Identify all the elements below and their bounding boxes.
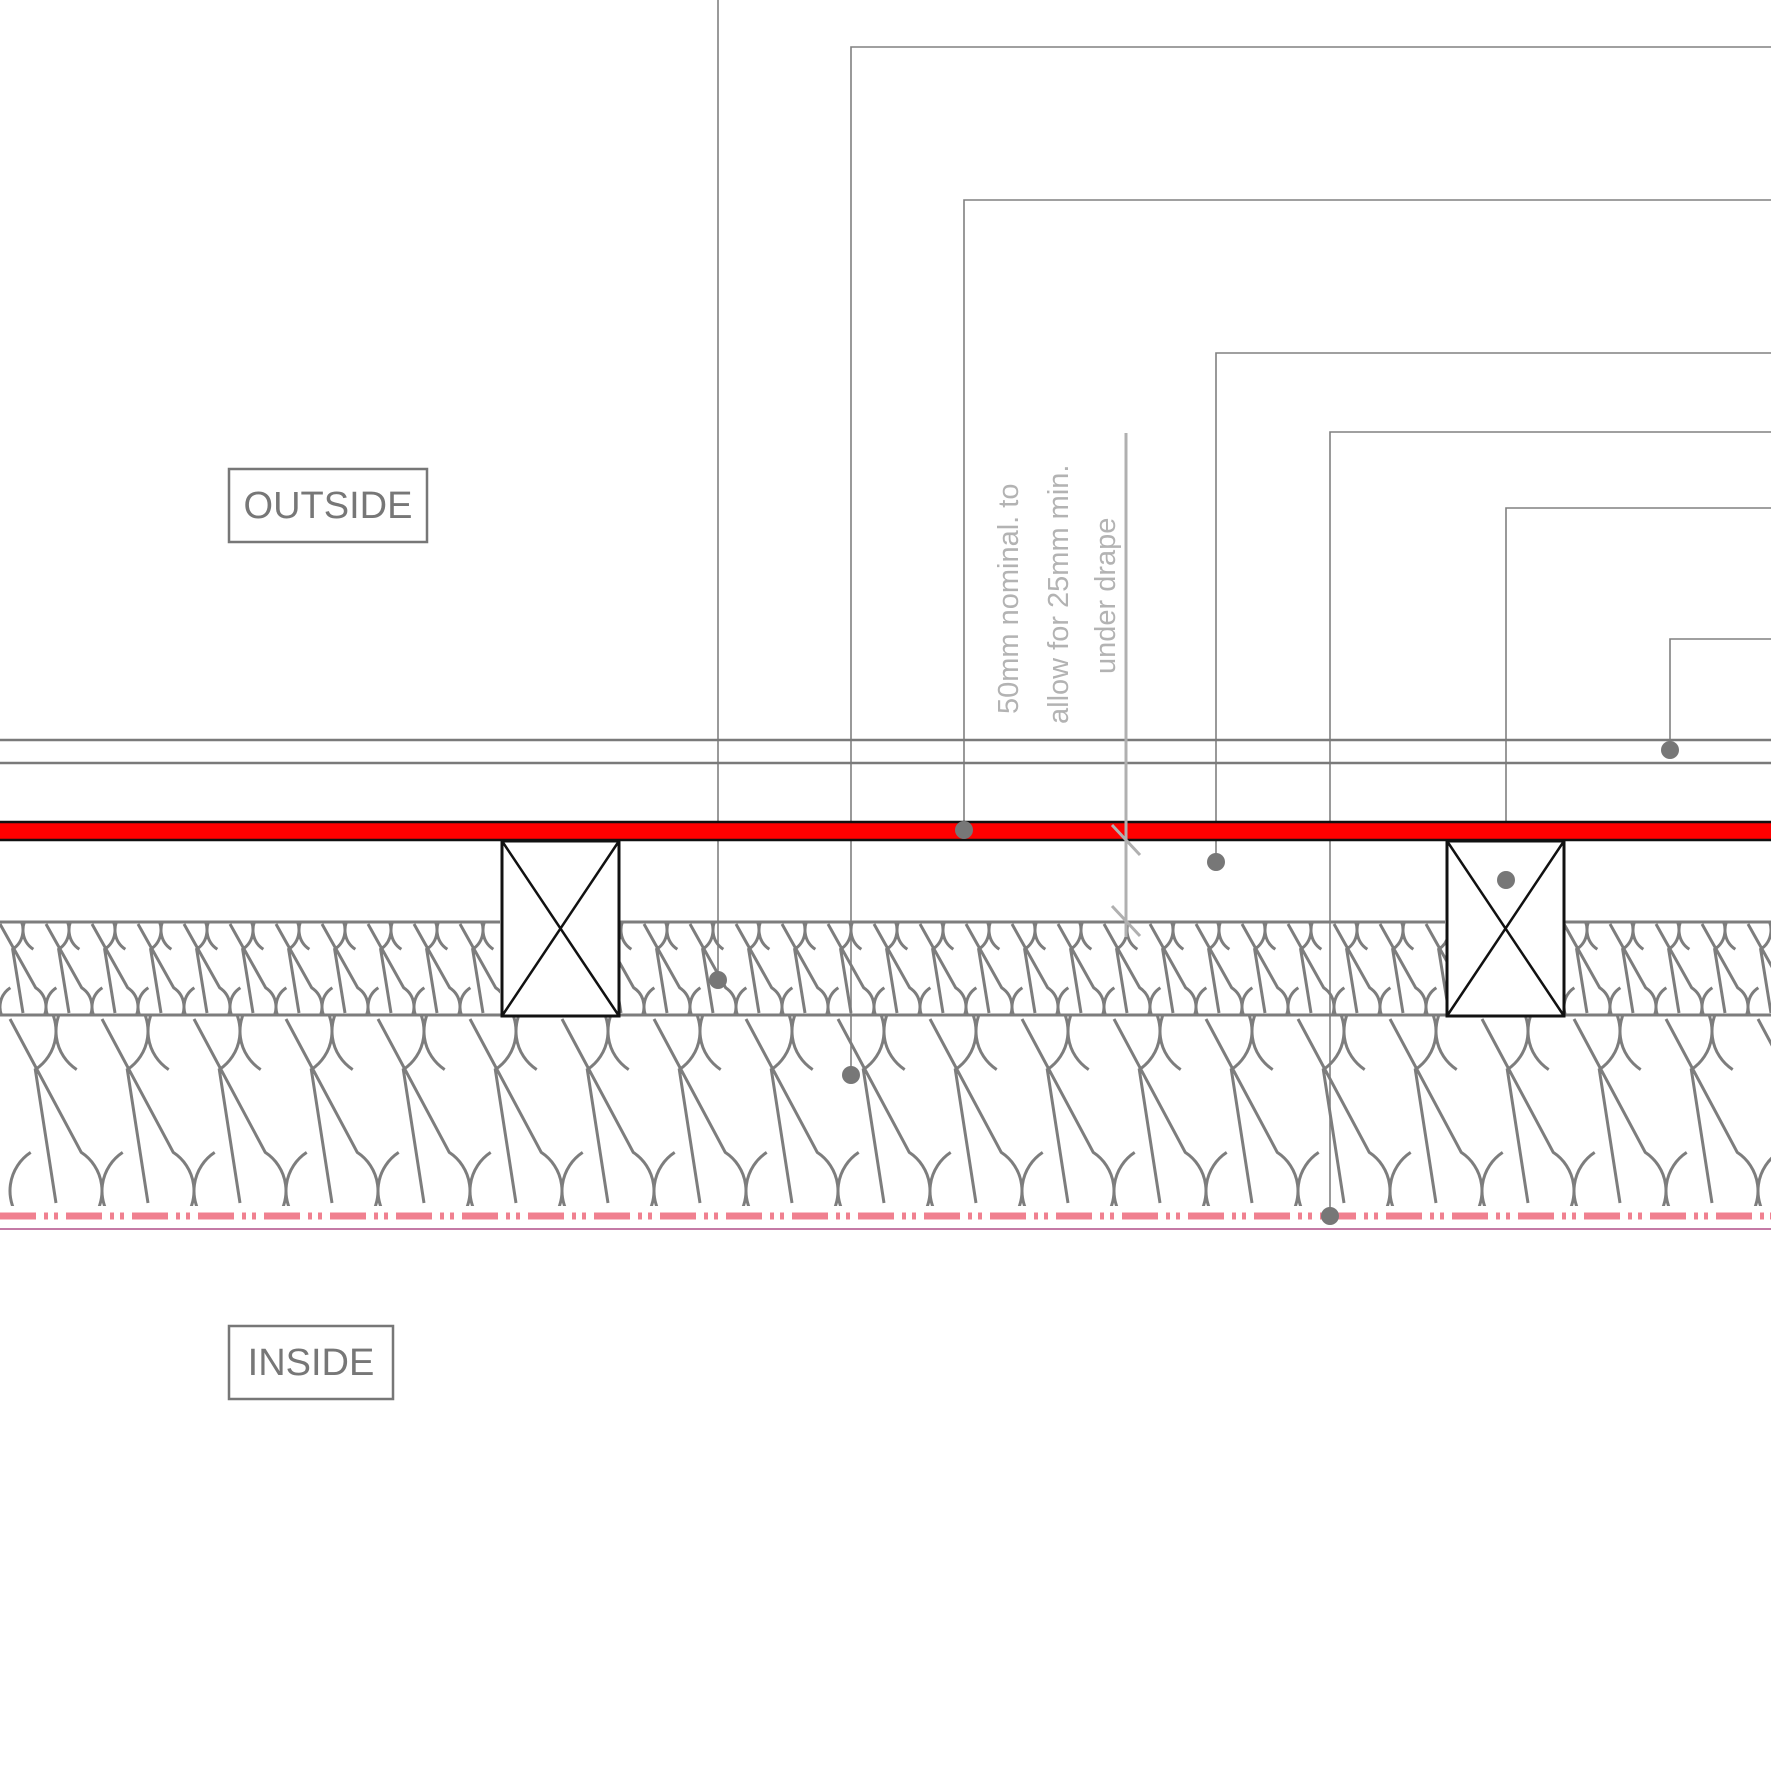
inside-label-text: INSIDE bbox=[248, 1342, 375, 1384]
leader-dot-3 bbox=[955, 821, 973, 839]
vapour-control-layer bbox=[0, 1212, 1771, 1230]
leader-dot-7 bbox=[1661, 741, 1679, 759]
dimension-note-line-2: allow for 25mm min. bbox=[1043, 465, 1075, 724]
outside-label-text: OUTSIDE bbox=[244, 485, 413, 527]
inside-label: INSIDE bbox=[227, 1324, 395, 1401]
outside-label: OUTSIDE bbox=[227, 467, 429, 544]
dimension-marker bbox=[1110, 433, 1142, 938]
dimension-note-line-3: under drape bbox=[1090, 518, 1122, 674]
leader-line-5 bbox=[1329, 431, 1771, 1216]
rafter-left bbox=[500, 839, 621, 1018]
leader-dots bbox=[709, 741, 1679, 1225]
roof-underlay bbox=[0, 820, 1771, 842]
leader-dot-2 bbox=[842, 1066, 860, 1084]
leader-line-4 bbox=[1215, 352, 1771, 862]
leader-line-3 bbox=[963, 199, 1771, 830]
lower-insulation-loops bbox=[8, 1016, 1771, 1206]
leader-line-2 bbox=[850, 46, 1771, 1075]
leader-dot-4 bbox=[1207, 853, 1225, 871]
leader-lines bbox=[717, 0, 1771, 1216]
leader-line-7 bbox=[1669, 638, 1771, 750]
leader-dot-5 bbox=[1321, 1207, 1339, 1225]
rafter-right bbox=[1445, 839, 1566, 1018]
leader-line-6 bbox=[1505, 507, 1771, 880]
leader-dot-1 bbox=[709, 971, 727, 989]
dimension-note-line-1: 50mm nominal. to bbox=[993, 484, 1025, 715]
leader-dot-6 bbox=[1497, 871, 1515, 889]
insulation-loop-pattern bbox=[8, 1016, 1771, 1206]
lower-insulation-blanket bbox=[8, 1016, 1771, 1206]
